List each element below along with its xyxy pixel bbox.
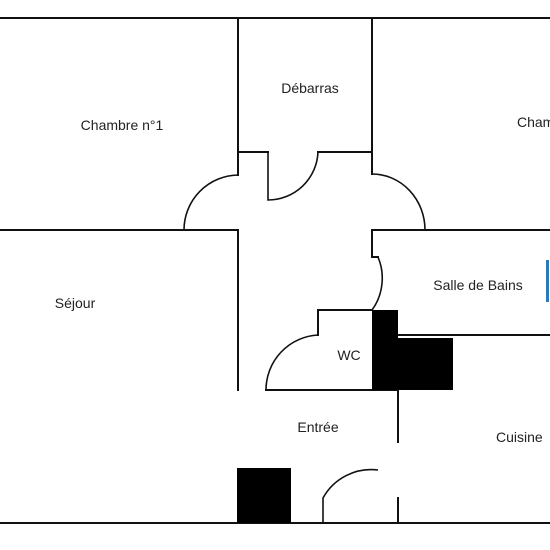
door-debarras-swing bbox=[267, 151, 319, 201]
door-wc-swing bbox=[265, 334, 319, 391]
room-label-cuisine: Cuisine bbox=[496, 429, 543, 445]
room-label-sejour: Séjour bbox=[55, 295, 96, 311]
duct-entree bbox=[237, 468, 291, 523]
room-label-salle-de-bains: Salle de Bains bbox=[433, 277, 523, 293]
walls bbox=[0, 17, 550, 524]
door-chambre1-swing bbox=[183, 174, 239, 231]
door-chambre-swing bbox=[371, 173, 426, 231]
room-label-entree: Entrée bbox=[297, 419, 338, 435]
duct-kitchen bbox=[398, 338, 453, 390]
door-bath-swing bbox=[371, 256, 384, 311]
solid-blocks bbox=[237, 310, 453, 523]
bath-fixture-icon bbox=[546, 260, 549, 302]
room-label-chambre: Chambre bbox=[517, 114, 550, 130]
room-label-chambre1: Chambre n°1 bbox=[81, 117, 164, 133]
duct-wc bbox=[372, 310, 398, 390]
door-entree-swing bbox=[322, 468, 379, 523]
room-labels: Chambre n°1 Débarras Chambre Séjour Sall… bbox=[55, 80, 550, 445]
room-label-wc: WC bbox=[337, 347, 360, 363]
room-label-debarras: Débarras bbox=[281, 80, 339, 96]
doors bbox=[183, 151, 426, 523]
